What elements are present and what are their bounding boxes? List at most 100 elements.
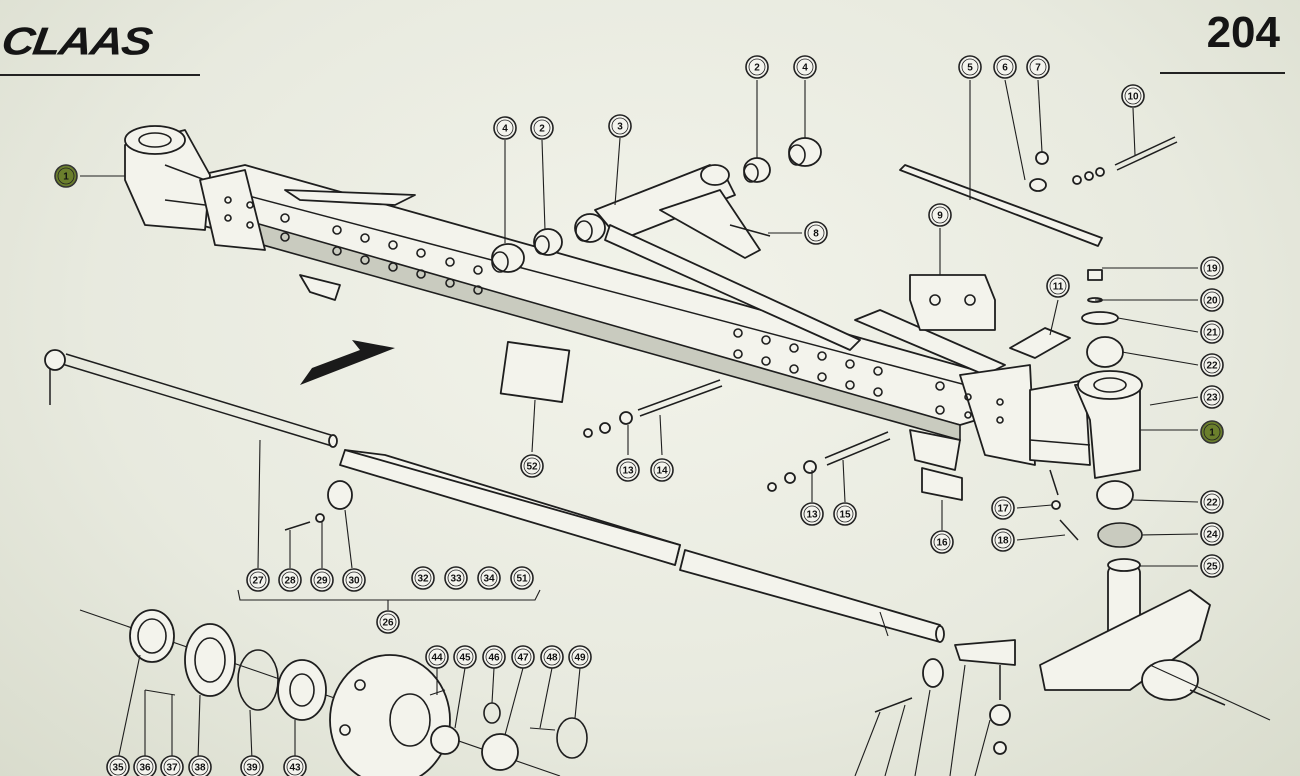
callout-inner-ring: [1203, 323, 1221, 341]
callout-inner-ring: [480, 569, 498, 587]
callout-c1b: 1: [1200, 420, 1224, 444]
callout-inner-ring: [345, 571, 363, 589]
callout-inner-ring: [933, 533, 951, 551]
page-number: 204: [1206, 8, 1280, 57]
callout-inner-ring: [496, 119, 514, 137]
callout-inner-ring: [1203, 356, 1221, 374]
clamp-bolt-set: [284, 480, 353, 531]
callout-number: 30: [348, 576, 360, 587]
king-pin-stack-upper: [1081, 269, 1124, 368]
callout-inner-ring: [136, 758, 154, 776]
label-plate-52: [499, 341, 571, 403]
page-number-underline: [1160, 72, 1285, 74]
callout-number: 37: [166, 763, 178, 774]
bolt-set-17-18: [1049, 469, 1079, 541]
callout-c22b: 22: [1200, 490, 1224, 514]
callout-c18: 18: [991, 528, 1015, 552]
callout-number: 1: [63, 172, 69, 183]
callout-c23: 23: [1200, 385, 1224, 409]
callout-number: 1: [1209, 428, 1215, 439]
callout-inner-ring: [931, 206, 949, 224]
callout-number: 45: [459, 653, 471, 664]
callout-number: 2: [754, 63, 760, 74]
callout-inner-ring: [191, 758, 209, 776]
callout-inner-ring: [1049, 277, 1067, 295]
callout-inner-ring: [653, 461, 671, 479]
callout-number: 16: [936, 538, 948, 549]
callout-c5: 5: [958, 55, 982, 79]
callout-c29: 29: [310, 568, 334, 592]
callout-inner-ring: [414, 569, 432, 587]
callout-inner-ring: [1203, 525, 1221, 543]
right-steering-housing: [959, 364, 1143, 479]
callout-number: 49: [574, 653, 586, 664]
callout-number: 36: [139, 763, 151, 774]
callout-c35: 35: [106, 755, 130, 776]
left-steering-housing: [124, 125, 266, 251]
callout-number: 38: [194, 763, 206, 774]
callout-c24: 24: [1200, 522, 1224, 546]
callout-inner-ring: [286, 758, 304, 776]
callout-number: 39: [246, 763, 258, 774]
callout-c4a: 4: [493, 116, 517, 140]
callout-number: 28: [284, 576, 296, 587]
callout-inner-ring: [456, 648, 474, 666]
callout-number: 10: [1127, 92, 1139, 103]
callout-inner-ring: [428, 648, 446, 666]
callout-c32: 32: [411, 566, 435, 590]
callout-number: 13: [806, 510, 818, 521]
callout-inner-ring: [619, 461, 637, 479]
callout-c47: 47: [511, 645, 535, 669]
callout-c9: 9: [928, 203, 952, 227]
callout-c4b: 4: [793, 55, 817, 79]
callout-inner-ring: [313, 571, 331, 589]
callout-inner-ring: [1203, 388, 1221, 406]
leader-lines: [80, 79, 1199, 776]
callout-inner-ring: [249, 571, 267, 589]
callout-number: 26: [382, 618, 394, 629]
hub-assembly: [79, 609, 588, 776]
callout-c17: 17: [991, 496, 1015, 520]
callout-c11: 11: [1046, 274, 1070, 298]
callout-number: 20: [1206, 296, 1218, 307]
callout-number: 46: [488, 653, 500, 664]
callout-inner-ring: [379, 613, 397, 631]
callout-number: 32: [417, 574, 429, 585]
callout-c7: 7: [1026, 55, 1050, 79]
callout-number: 52: [526, 462, 538, 473]
bolt-set-13-14: [583, 379, 723, 438]
callout-inner-ring: [796, 58, 814, 76]
pin-8: [729, 224, 771, 237]
callout-number: 5: [967, 63, 973, 74]
callout-inner-ring: [543, 648, 561, 666]
callout-inner-ring: [994, 499, 1012, 517]
callout-inner-ring: [447, 569, 465, 587]
callout-c26: 26: [376, 610, 400, 634]
callout-number: 44: [431, 653, 443, 664]
callout-inner-ring: [994, 531, 1012, 549]
callout-inner-ring: [611, 117, 629, 135]
tie-rod-assembly: [44, 349, 1016, 755]
brand-underline: [0, 74, 200, 76]
callout-inner-ring: [1203, 493, 1221, 511]
callout-c8: 8: [804, 221, 828, 245]
callout-c30: 30: [342, 568, 366, 592]
grease-nipple-set: [1029, 136, 1178, 192]
top-rod: [899, 164, 1103, 247]
callout-c46: 46: [482, 645, 506, 669]
callout-inner-ring: [1203, 423, 1221, 441]
callout-c52: 52: [520, 454, 544, 478]
callout-c48: 48: [540, 645, 564, 669]
callout-c28: 28: [278, 568, 302, 592]
callout-c2a: 2: [530, 116, 554, 140]
callout-inner-ring: [523, 457, 541, 475]
callout-inner-ring: [961, 58, 979, 76]
callout-number: 29: [316, 576, 328, 587]
steering-knuckle: [1039, 589, 1271, 721]
callout-inner-ring: [996, 58, 1014, 76]
callout-c22a: 22: [1200, 353, 1224, 377]
callout-c38: 38: [188, 755, 212, 776]
callout-c44: 44: [425, 645, 449, 669]
bracket-plate: [909, 274, 996, 331]
